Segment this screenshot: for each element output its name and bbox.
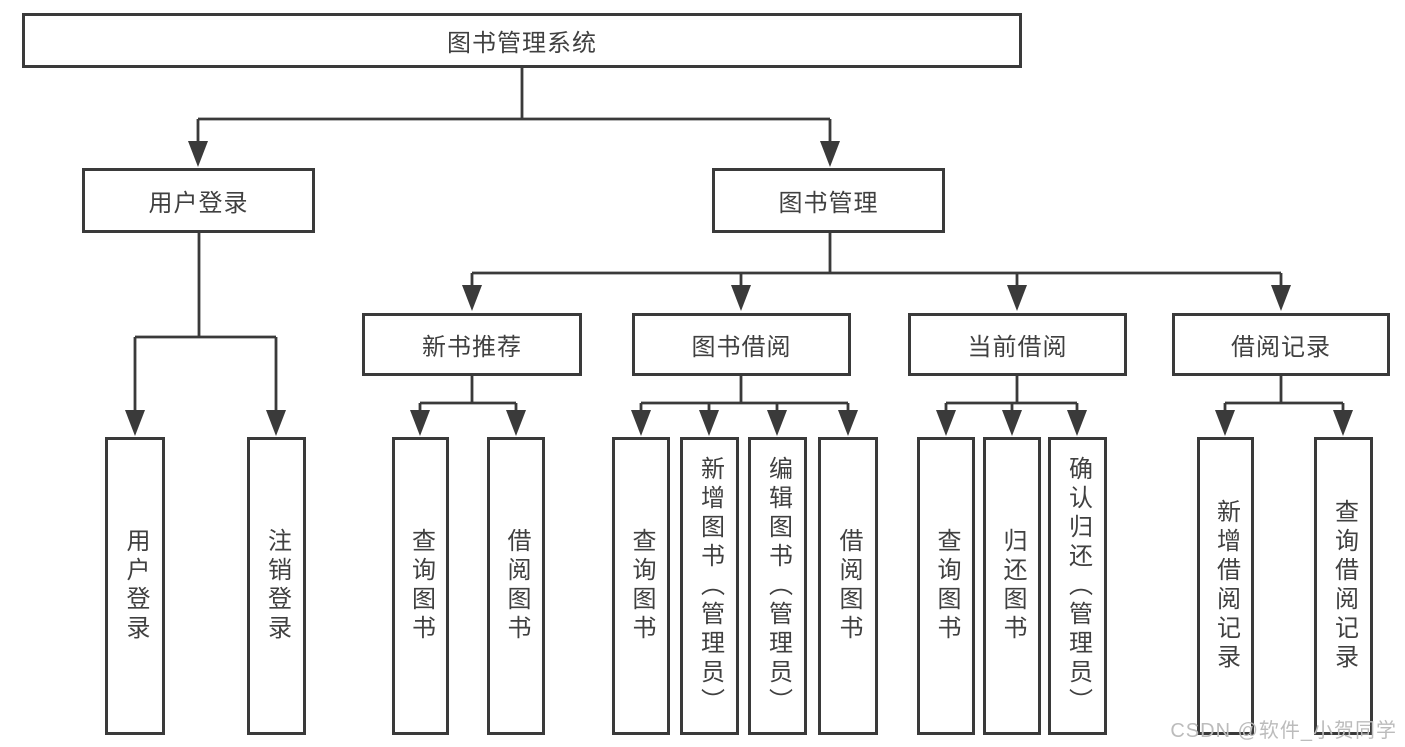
arrowhead-icon	[820, 141, 840, 167]
node-bb-query-books: 查询图书	[612, 437, 670, 735]
node-nbr-borrow-books: 借阅图书	[487, 437, 545, 735]
arrowhead-icon	[506, 410, 526, 436]
node-label: 用户登录	[148, 190, 249, 217]
node-label: 图书借阅	[691, 334, 792, 361]
connector-root-to-level2	[196, 68, 832, 142]
arrowhead-icon	[1067, 410, 1087, 436]
node-cb-return-books: 归还图书	[983, 437, 1041, 735]
arrowhead-icon	[731, 285, 751, 311]
node-logout-leaf: 注销登录	[247, 437, 306, 735]
arrowhead-icon	[936, 410, 956, 436]
node-label: 查询借阅记录	[1330, 499, 1358, 673]
connector-records-to-leaves	[1223, 376, 1345, 411]
arrowhead-icon	[631, 410, 651, 436]
connector-borrowing-to-leaves	[639, 376, 850, 411]
arrowhead-icon	[699, 410, 719, 436]
arrowhead-icon	[462, 285, 482, 311]
connector-newbook-to-leaves	[418, 376, 518, 411]
arrowhead-icon	[1002, 410, 1022, 436]
csdn-watermark: CSDN @软件_小贺同学	[1170, 720, 1397, 742]
arrowhead-icon	[1333, 410, 1353, 436]
node-label: 用户登录	[122, 528, 149, 644]
node-label: 图书管理	[778, 190, 879, 217]
arrowhead-icon	[266, 410, 286, 436]
arrowhead-icon	[1007, 285, 1027, 311]
connector-current-to-leaves	[944, 376, 1079, 411]
node-label: 新增借阅记录	[1212, 499, 1240, 673]
arrowhead-icon	[188, 141, 208, 167]
node-label: 归还图书	[999, 528, 1026, 644]
node-br-query-record: 查询借阅记录	[1314, 437, 1373, 735]
node-cb-query-books: 查询图书	[917, 437, 975, 735]
node-label: 借阅图书	[835, 528, 862, 644]
node-bb-borrow-books: 借阅图书	[818, 437, 878, 735]
node-br-add-record: 新增借阅记录	[1197, 437, 1254, 735]
node-current-borrowing: 当前借阅	[908, 313, 1127, 376]
node-book-management: 图书管理	[712, 168, 945, 233]
node-label: 新书推荐	[422, 334, 522, 361]
node-label: 确认归还（管理员）	[1064, 455, 1092, 717]
node-bb-add-books-admin: 新增图书（管理员）	[680, 437, 739, 735]
arrowhead-icon	[125, 410, 145, 436]
node-login-leaf: 用户登录	[105, 437, 165, 735]
node-nbr-query-books: 查询图书	[392, 437, 449, 735]
arrowhead-icon	[838, 410, 858, 436]
node-library-system: 图书管理系统	[22, 13, 1022, 68]
node-label: 查询图书	[407, 528, 435, 644]
node-new-book-recommend: 新书推荐	[362, 313, 582, 376]
arrowhead-icon	[410, 410, 430, 436]
connector-bookmgmt-to-level3	[470, 233, 1283, 286]
node-borrowing-records: 借阅记录	[1172, 313, 1390, 376]
node-label: 查询图书	[628, 528, 655, 644]
arrowhead-icon	[1271, 285, 1291, 311]
arrowhead-icon	[767, 410, 787, 436]
node-label: 注销登录	[263, 528, 291, 644]
node-label: 编辑图书（管理员）	[764, 455, 792, 717]
connector-userlogin-to-leaves	[133, 233, 278, 411]
node-user-login: 用户登录	[82, 168, 315, 233]
node-book-borrowing: 图书借阅	[632, 313, 851, 376]
node-label: 图书管理系统	[447, 30, 597, 57]
node-label: 当前借阅	[967, 334, 1068, 361]
node-label: 借阅记录	[1231, 334, 1331, 361]
node-cb-confirm-return-admin: 确认归还（管理员）	[1048, 437, 1107, 735]
node-label: 查询图书	[933, 528, 960, 644]
arrowhead-icon	[1215, 410, 1235, 436]
node-label: 新增图书（管理员）	[696, 455, 724, 717]
node-bb-edit-books-admin: 编辑图书（管理员）	[748, 437, 807, 735]
node-label: 借阅图书	[503, 528, 530, 644]
